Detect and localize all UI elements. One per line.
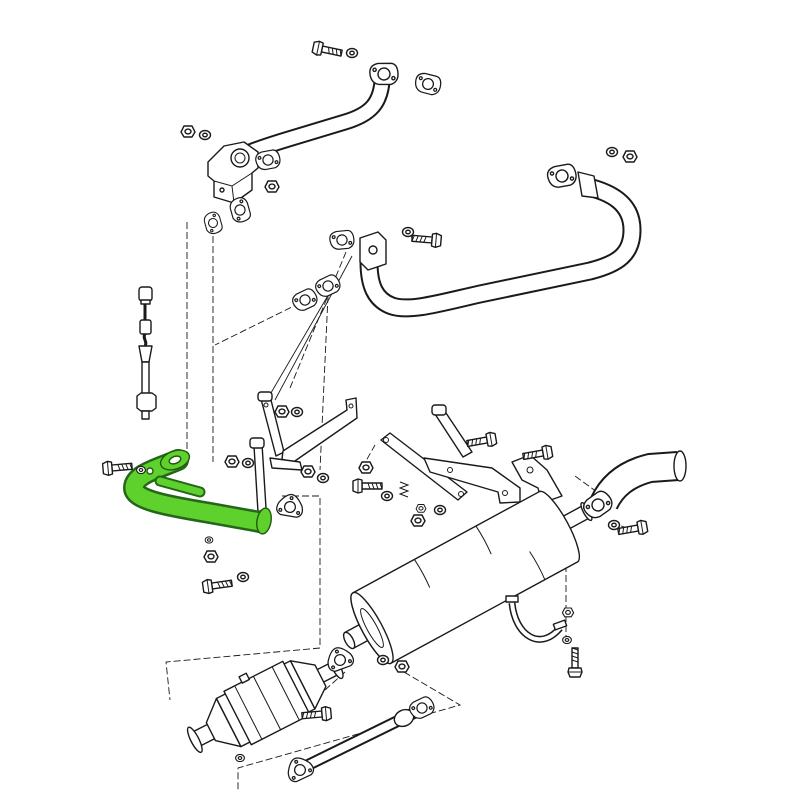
leader-line — [237, 671, 462, 790]
nut — [622, 150, 638, 163]
pipe-outlet-flange — [256, 507, 272, 535]
washer — [235, 753, 245, 763]
support-plate — [423, 457, 521, 504]
nut — [358, 461, 374, 474]
muffler — [342, 490, 593, 665]
nut — [300, 465, 316, 478]
leader-line — [214, 302, 301, 346]
washer — [562, 635, 572, 645]
pipe-flange — [368, 61, 400, 87]
pipe-flange-bracket — [359, 231, 387, 271]
washer — [605, 146, 619, 158]
nut — [561, 607, 575, 618]
hanger-strap — [431, 404, 473, 458]
pipe-flange — [577, 171, 599, 199]
washer — [345, 47, 359, 59]
upper-left-exhaust-pipe — [246, 80, 391, 160]
washer — [433, 504, 447, 516]
crossmember-bar — [380, 432, 468, 501]
leader-line — [574, 475, 598, 493]
washer — [136, 465, 146, 475]
washer — [380, 490, 394, 502]
leader-line — [274, 255, 353, 401]
washer — [316, 472, 330, 484]
manifold-flange-bracket — [207, 141, 259, 204]
connecting-pipe — [299, 704, 423, 774]
leader-line — [165, 495, 321, 701]
nut — [274, 405, 290, 418]
leader-line — [267, 291, 331, 399]
nut — [203, 550, 219, 563]
muffler-strap — [505, 595, 568, 643]
washer — [198, 129, 212, 141]
pipe-inlet-opening — [168, 455, 182, 465]
nut — [394, 660, 410, 673]
nut — [224, 455, 240, 468]
spring-clip — [398, 481, 410, 498]
sensor-port — [146, 467, 154, 475]
washer — [204, 536, 214, 544]
nut — [264, 180, 280, 193]
oxygen-sensor — [136, 286, 157, 420]
highlighted-front-pipe[interactable] — [123, 446, 273, 535]
crossover-pipe — [359, 176, 642, 318]
washer — [290, 406, 304, 418]
washer — [236, 571, 250, 583]
nut — [180, 125, 196, 138]
nut — [415, 504, 427, 513]
catalytic-converter — [186, 656, 344, 754]
hanger-rod — [249, 437, 267, 513]
washer — [376, 654, 390, 666]
nut — [410, 514, 426, 527]
washer — [241, 457, 255, 469]
